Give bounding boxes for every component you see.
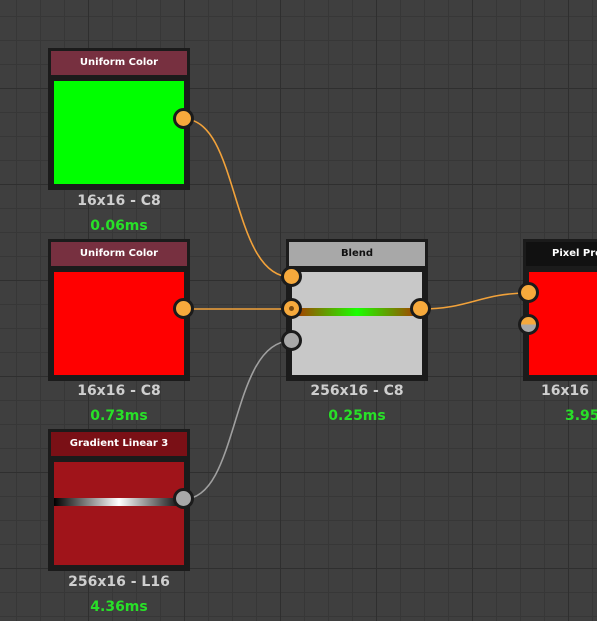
node-time: 0.25ms <box>328 408 386 424</box>
wire-blend-to-pixel[interactable] <box>420 292 530 310</box>
output-port[interactable] <box>410 298 431 319</box>
node-resolution: 16x16 - C8 <box>77 193 161 209</box>
node-title: Gradient Linear 3 <box>51 432 187 456</box>
node-preview <box>54 81 184 184</box>
output-port[interactable] <box>173 488 194 509</box>
node-resolution: 16x16 <box>541 383 589 399</box>
input-port[interactable] <box>518 282 539 303</box>
background-input-port[interactable] <box>281 298 302 319</box>
node-title: Uniform Color <box>51 242 187 266</box>
node-resolution: 256x16 - C8 <box>310 383 404 399</box>
node-preview <box>292 272 422 375</box>
connected-dot <box>289 306 294 311</box>
node-preview <box>54 272 184 375</box>
node-resolution: 16x16 - C8 <box>77 383 161 399</box>
node-footer: 256x16 - L16 4.36ms <box>29 574 209 615</box>
foreground-input-port[interactable] <box>281 266 302 287</box>
node-footer: 16x16 3.95 <box>531 383 597 424</box>
output-port[interactable] <box>173 108 194 129</box>
gradient-preview-strip <box>54 498 184 506</box>
input-port-mixed[interactable] <box>518 314 539 335</box>
wire-gradient-to-blend[interactable] <box>183 340 292 500</box>
node-uniform-color-red[interactable]: Uniform Color <box>48 239 190 381</box>
node-gradient-linear-3[interactable]: Gradient Linear 3 <box>48 429 190 571</box>
node-pixel-processor[interactable]: Pixel Pro <box>523 239 597 381</box>
wire-green-to-blend[interactable] <box>183 118 292 278</box>
node-title: Pixel Pro <box>526 242 597 266</box>
node-time: 4.36ms <box>90 599 148 615</box>
node-time: 0.73ms <box>90 408 148 424</box>
node-time: 0.06ms <box>90 218 148 234</box>
node-time: 3.95 <box>565 408 597 424</box>
node-resolution: 256x16 - L16 <box>68 574 170 590</box>
node-footer: 16x16 - C8 0.73ms <box>29 383 209 424</box>
blend-preview-strip <box>292 308 422 316</box>
node-title: Uniform Color <box>51 51 187 75</box>
output-port[interactable] <box>173 298 194 319</box>
node-title: Blend <box>289 242 425 266</box>
node-uniform-color-green[interactable]: Uniform Color <box>48 48 190 190</box>
node-blend[interactable]: Blend <box>286 239 428 381</box>
mask-input-port[interactable] <box>281 330 302 351</box>
node-preview <box>54 462 184 565</box>
node-footer: 16x16 - C8 0.06ms <box>29 193 209 234</box>
node-footer: 256x16 - C8 0.25ms <box>267 383 447 424</box>
node-preview <box>529 272 597 375</box>
